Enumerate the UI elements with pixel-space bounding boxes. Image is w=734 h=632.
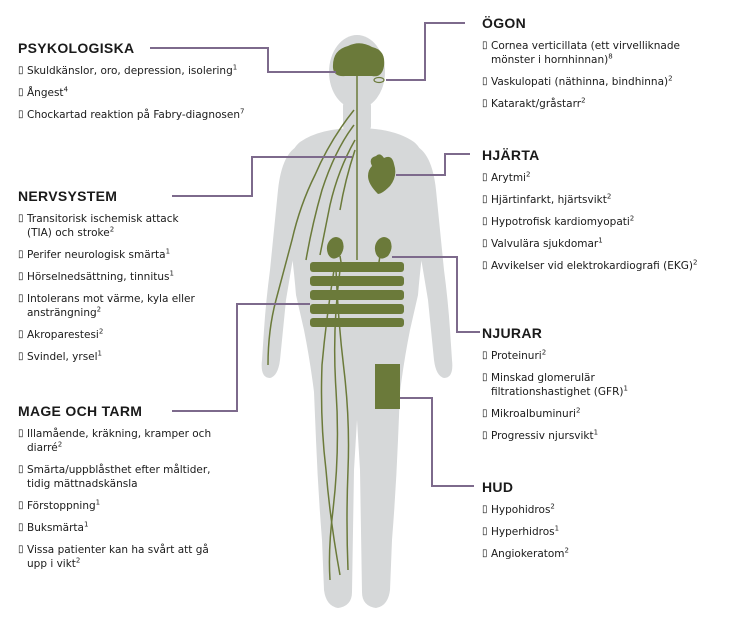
bullet-icon: ▯ [18,249,24,260]
bullet-icon: ▯ [18,428,24,439]
section-nervsystem: NERVSYSTEM ▯Transitorisk ischemisk attac… [18,188,248,372]
section-mage-och-tarm: MAGE OCH TARM ▯Illamående, kräkning, kra… [18,403,258,579]
eye-icon [373,76,385,84]
list-item: ▯Angiokeratom2 [482,546,569,560]
heading-hjarta: HJÄRTA [482,147,540,163]
list-item: ▯Proteinuri2 [482,348,547,362]
list-item: ▯Smärta/uppblåsthet efter måltider, tidi… [18,464,211,490]
heading-ogon: ÖGON [482,15,526,31]
bullet-icon: ▯ [482,238,488,249]
bullet-icon: ▯ [18,500,24,511]
bullet-icon: ▯ [482,172,488,183]
heading-psykologiska: PSYKOLOGISKA [18,40,135,56]
list-item: ▯Buksmärta1 [18,520,89,534]
heading-mage-och-tarm: MAGE OCH TARM [18,403,143,419]
bullet-icon: ▯ [482,76,488,87]
bullet-icon: ▯ [482,372,488,383]
list-item: ▯Skuldkänslor, oro, depression, isolerin… [18,63,238,77]
list-item: ▯Intolerans mot värme, kyla eller ansträ… [18,293,195,319]
skin-patch-icon [375,364,400,409]
brain-icon [332,43,385,77]
section-njurar: NJURAR ▯Proteinuri2 ▯Minskad glomerulär … [482,325,727,451]
bullet-icon: ▯ [482,350,488,361]
section-ogon: ÖGON ▯Cornea verticillata (ett virvellik… [482,15,727,119]
list-item: ▯Förstoppning1 [18,498,101,512]
list-item: ▯Hypotrofisk kardiomyopati2 [482,214,635,228]
heading-hud: HUD [482,479,514,495]
list-item: ▯Hjärtinfarkt, hjärtsvikt2 [482,192,612,206]
intestine-icon [310,262,404,327]
bullet-icon: ▯ [482,430,488,441]
heading-njurar: NJURAR [482,325,543,341]
bullet-icon: ▯ [18,522,24,533]
list-item: ▯Valvulära sjukdomar1 [482,236,603,250]
list-item: ▯Transitorisk ischemisk attack (TIA) och… [18,213,179,239]
bullet-icon: ▯ [18,65,24,76]
list-item: ▯Arytmi2 [482,170,531,184]
bullet-icon: ▯ [482,98,488,109]
bullet-icon: ▯ [18,109,24,120]
bullet-icon: ▯ [482,260,488,271]
bullet-icon: ▯ [482,40,488,51]
list-item: ▯Hypohidros2 [482,502,555,516]
bullet-icon: ▯ [482,504,488,515]
list-item: ▯Avvikelser vid elektrokardiografi (EKG)… [482,258,698,272]
list-item: ▯Mikroalbuminuri2 [482,406,581,420]
bullet-icon: ▯ [18,464,24,475]
section-hud: HUD ▯Hypohidros2 ▯Hyperhidros1 ▯Angioker… [482,479,727,569]
list-item: ▯Minskad glomerulär filtrationshastighet… [482,372,628,398]
connector-lines [150,22,480,487]
list-item: ▯Progressiv njursvikt1 [482,428,599,442]
list-item: ▯Ångest4 [18,85,69,99]
bullet-icon: ▯ [18,293,24,304]
list-item: ▯Perifer neurologisk smärta1 [18,247,171,261]
list-item: ▯Vaskulopati (näthinna, bindhinna)2 [482,74,673,88]
list-item: ▯Chockartad reaktion på Fabry-diagnosen7 [18,107,245,121]
bullet-icon: ▯ [18,213,24,224]
heart-icon [368,154,396,194]
bullet-icon: ▯ [18,329,24,340]
list-item: ▯Katarakt/gråstarr2 [482,96,586,110]
list-item: ▯Vissa patienter kan ha svårt att gå upp… [18,544,209,570]
heading-nervsystem: NERVSYSTEM [18,188,118,204]
bullet-icon: ▯ [482,216,488,227]
list-item: ▯Svindel, yrsel1 [18,349,103,363]
bullet-icon: ▯ [18,544,24,555]
bullet-icon: ▯ [482,526,488,537]
bullet-icon: ▯ [18,87,24,98]
bullet-icon: ▯ [18,351,24,362]
bullet-icon: ▯ [482,408,488,419]
bullet-icon: ▯ [482,548,488,559]
section-psykologiska: PSYKOLOGISKA ▯Skuldkänslor, oro, depress… [18,40,273,130]
bullet-icon: ▯ [18,271,24,282]
list-item: ▯Cornea verticillata (ett virvelliknade … [482,40,680,66]
list-item: ▯Akroparestesi2 [18,327,104,341]
bullet-icon: ▯ [482,194,488,205]
list-item: ▯Hyperhidros1 [482,524,560,538]
list-item: ▯Illamående, kräkning, kramper och diarr… [18,428,212,454]
kidney-left-icon [326,237,344,259]
kidney-right-icon [374,237,392,259]
section-hjarta: HJÄRTA ▯Arytmi2 ▯Hjärtinfarkt, hjärtsvik… [482,147,732,281]
list-item: ▯Hörselnedsättning, tinnitus1 [18,269,174,283]
